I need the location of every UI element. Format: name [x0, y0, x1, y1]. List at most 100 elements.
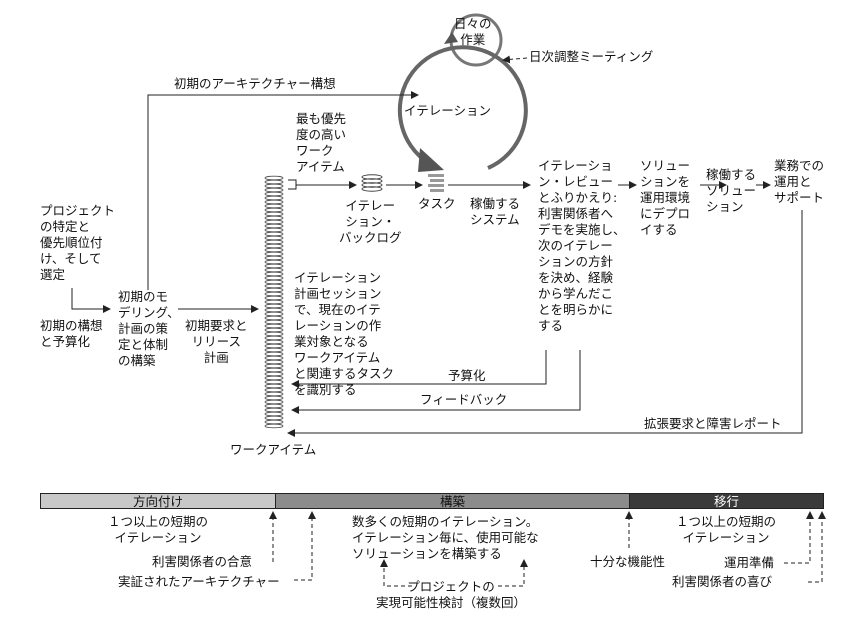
work-item-ring [264, 283, 284, 289]
work-item-ring [264, 327, 284, 333]
phase-inception: 方向付け [40, 493, 276, 509]
identify-to-modeling-arrow [71, 288, 111, 313]
working-solution-label: 稼働する ソリュー ション [706, 167, 757, 214]
backlog-stack [361, 174, 383, 192]
project-identify-label: プロジェクト の特定と 優先順位付 け、そして 選定 [40, 203, 116, 282]
work-item-ring [264, 231, 284, 237]
work-item-ring [264, 347, 284, 353]
iteration-cycle-arrowhead [418, 148, 444, 172]
production-leader [784, 511, 814, 564]
work-item-stack [264, 175, 284, 429]
daily-cycle-arrowhead [444, 32, 458, 44]
work-item-ring [264, 211, 284, 217]
work-item-ring [264, 419, 284, 425]
work-item-ring [264, 307, 284, 313]
work-item-ring [264, 395, 284, 401]
work-item-ring [264, 339, 284, 345]
transition-iterations-label: １つ以上の短期の イテレーション [676, 514, 777, 545]
work-items-label: ワークアイテム [230, 442, 317, 457]
highest-priority-label: 最も優先 度の高い ワーク アイテム [296, 111, 347, 174]
work-item-ring [264, 191, 284, 197]
work-item-ring [264, 371, 284, 377]
work-item-ring [264, 407, 284, 413]
initial-requirements-label: 初期要求と リリース 計画 [185, 318, 248, 365]
work-item-ring [264, 263, 284, 269]
planning-session-label: イテレーション 計画セッション で、現在のイテ レーションの作 業対象となる ワ… [294, 270, 395, 397]
work-item-ring [264, 187, 284, 193]
work-item-ring [264, 335, 284, 341]
work-item-ring [264, 379, 284, 385]
initial-architecture-label: 初期のアーキテクチャー構想 [174, 76, 336, 91]
viability-leader-left [380, 559, 412, 587]
delight-leader [808, 511, 826, 583]
architecture-arrow [147, 91, 419, 290]
work-item-ring [264, 387, 284, 393]
iteration-review-label: イテレーショ ン・レビュー とふりかえり: 利害関係者へ デモを実施し、 次のイ… [538, 158, 626, 333]
work-item-ring [264, 219, 284, 225]
task-label: タスク [418, 196, 456, 211]
project-viability-label: プロジェクトの 実現可能性検討（複数回） [376, 579, 527, 610]
initial-modeling-label: 初期のモ デリング、 計画の策 定と体制 の構築 [118, 289, 180, 368]
feedback-label: フィードバック [420, 392, 508, 407]
task-stack [428, 174, 444, 192]
work-item-ring [264, 235, 284, 241]
work-item-ring [264, 247, 284, 253]
work-item-ring [264, 267, 284, 273]
work-item-ring [264, 375, 284, 381]
architecture-leader [294, 511, 316, 581]
daily-work-label: 日々の 作業 [454, 16, 492, 47]
iteration-label: イテレーション [404, 103, 492, 118]
work-item-ring [264, 363, 284, 369]
work-item-ring [264, 271, 284, 277]
enhancements-label: 拡張要求と障害レポート [644, 416, 782, 431]
budgeting-label: 予算化 [448, 368, 486, 383]
work-item-ring [264, 343, 284, 349]
work-item-ring [264, 403, 284, 409]
feedback-arrow [291, 350, 581, 414]
operations-label: 業務での 運用と サポート [774, 158, 825, 205]
phase-transition: 移行 [629, 493, 824, 509]
work-item-ring [264, 331, 284, 337]
work-item-ring [264, 295, 284, 301]
work-item-ring [264, 315, 284, 321]
delighted-stakeholders-label: 利害関係者の喜び [672, 574, 773, 589]
work-item-ring [264, 279, 284, 285]
viability-leader-right [498, 559, 528, 587]
phase-construction: 構築 [275, 493, 630, 509]
work-item-ring [264, 227, 284, 233]
work-item-ring [264, 215, 284, 221]
stakeholder-consensus-label: 利害関係者の合意 [152, 554, 253, 569]
work-item-ring [264, 415, 284, 421]
work-item-ring [264, 255, 284, 261]
inception-iterations-label: １つ以上の短期の イテレーション [108, 514, 209, 545]
work-item-ring [264, 203, 284, 209]
work-item-ring [264, 239, 284, 245]
enhancement-arrow [287, 210, 803, 437]
work-item-ring [264, 355, 284, 361]
daily-meeting-leader [502, 55, 528, 64]
work-item-ring [264, 423, 284, 429]
iteration-cycle-arc [397, 45, 528, 170]
work-item-ring [264, 299, 284, 305]
work-item-ring [264, 391, 284, 397]
iteration-backlog-label: イテレー ション・ バックログ [339, 198, 402, 245]
work-item-ring [264, 183, 284, 189]
proven-architecture-label: 実証されたアーキテクチャー [118, 574, 280, 589]
work-item-ring [264, 351, 284, 357]
priority-bracket [288, 179, 297, 190]
work-item-ring [264, 323, 284, 329]
daily-meeting-label: 日次調整ミーティング [529, 49, 654, 64]
work-item-ring [264, 259, 284, 265]
work-item-ring [264, 367, 284, 373]
work-item-ring [264, 195, 284, 201]
work-item-ring [264, 383, 284, 389]
work-item-ring [264, 199, 284, 205]
sufficient-functionality-label: 十分な機能性 [590, 554, 666, 569]
work-item-ring [264, 179, 284, 185]
work-item-ring [264, 251, 284, 257]
work-item-ring [264, 291, 284, 297]
work-item-ring [264, 399, 284, 405]
budgeting-arrow [291, 350, 547, 388]
work-item-ring [264, 275, 284, 281]
